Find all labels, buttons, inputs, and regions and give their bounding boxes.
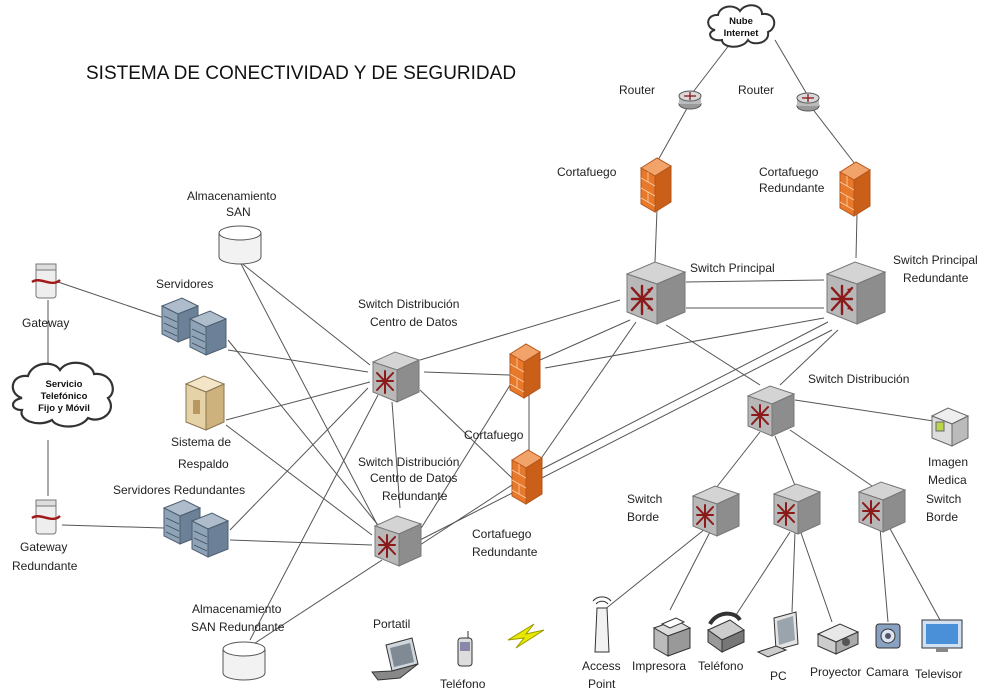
firewall-redundant-top-label-1: Cortafuego xyxy=(759,165,819,179)
firewall-redundant-mid-label-2: Redundante xyxy=(472,545,538,559)
router-right-icon xyxy=(796,92,820,112)
cloud-label-line2: Internet xyxy=(724,28,760,39)
cloud-label-line1: Nube xyxy=(729,16,753,27)
laptop-icon xyxy=(371,637,419,681)
switch-borde-left-label-1: Switch xyxy=(627,492,662,506)
medical-imaging-label-2: Medica xyxy=(928,473,967,487)
san-label-1: Almacenamiento xyxy=(187,189,277,203)
san-redundant-label-2: SAN Redundante xyxy=(191,620,285,634)
switch-distribucion-icon xyxy=(747,385,795,437)
laptop-label: Portatil xyxy=(373,617,410,631)
medical-imaging-label-1: Imagen xyxy=(928,455,968,469)
backup-system-label-2: Respaldo xyxy=(178,457,229,471)
printer-icon xyxy=(652,617,692,657)
router-left-icon xyxy=(678,90,702,110)
switch-dist-dc-label-1: Switch Distribución xyxy=(358,297,459,311)
switch-dist-dc-red-label-3: Redundante xyxy=(382,489,448,503)
switch-dist-dc-label-2: Centro de Datos xyxy=(370,315,457,329)
gateway-redundant-label-1: Gateway xyxy=(20,540,67,554)
television-label: Televisor xyxy=(915,667,962,681)
firewall-top-icon xyxy=(640,157,672,213)
redundant-server-icon-2 xyxy=(191,512,229,558)
firewall-mid-icon xyxy=(509,343,541,399)
access-point-icon xyxy=(592,596,612,653)
switch-dist-datacenter-redundant-icon xyxy=(374,515,422,567)
switch-dist-datacenter-icon xyxy=(372,351,420,403)
access-point-label-1: Access xyxy=(582,659,621,673)
redundant-servers-label: Servidores Redundantes xyxy=(113,483,245,497)
switch-principal-redundant-label-2: Redundante xyxy=(903,271,969,285)
camera-label: Camara xyxy=(866,665,909,679)
camera-icon xyxy=(875,623,901,649)
telephone-service-label-1: Servicio xyxy=(46,379,83,390)
telephone-service-label-2: Telefónico xyxy=(41,391,88,402)
medical-imaging-icon xyxy=(930,407,970,447)
telephone-service-label-3: Fijo y Móvil xyxy=(38,403,90,414)
firewall-redundant-top-label-2: Redundante xyxy=(759,181,825,195)
desk-phone-icon xyxy=(707,611,745,653)
server-icon-2 xyxy=(189,310,227,356)
gateway-redundant-icon xyxy=(30,498,62,536)
wireless-signal-icon xyxy=(507,623,545,649)
switch-borde-left-label-2: Borde xyxy=(627,510,659,524)
switch-borde-left-icon xyxy=(692,485,740,537)
san-storage-icon xyxy=(218,225,262,265)
gateway-icon xyxy=(30,262,62,300)
switch-dist-dc-red-label-1: Switch Distribución xyxy=(358,455,459,469)
switch-principal-label: Switch Principal xyxy=(690,261,775,275)
firewall-redundant-mid-icon xyxy=(511,449,543,505)
switch-borde-right-icon xyxy=(858,481,906,533)
pc-label: PC xyxy=(770,669,787,683)
switch-principal-icon xyxy=(625,260,687,326)
gateway-redundant-label-2: Redundante xyxy=(12,559,78,573)
router-left-label: Router xyxy=(619,83,655,97)
diagram-title: SISTEMA DE CONECTIVIDAD Y DE SEGURIDAD xyxy=(86,63,516,84)
switch-borde-right-label-1: Switch xyxy=(926,492,961,506)
connections xyxy=(47,39,941,646)
firewall-mid-label: Cortafuego xyxy=(464,428,524,442)
firewall-top-label: Cortafuego xyxy=(557,165,617,179)
access-point-label-2: Point xyxy=(588,677,616,691)
switch-dist-dc-red-label-2: Centro de Datos xyxy=(370,471,457,485)
mobile-phone-icon xyxy=(457,631,473,667)
telephone-service-cloud-icon: Servicio Telefónico Fijo y Móvil xyxy=(11,361,114,428)
san-label-2: SAN xyxy=(226,205,251,219)
san-redundant-label-1: Almacenamiento xyxy=(192,602,282,616)
backup-system-label-1: Sistema de xyxy=(171,435,231,449)
firewall-redundant-mid-label-1: Cortafuego xyxy=(472,527,532,541)
servers-label: Servidores xyxy=(156,277,213,291)
router-right-label: Router xyxy=(738,83,774,97)
san-redundant-icon xyxy=(222,641,266,681)
firewall-redundant-top-icon xyxy=(839,161,871,217)
television-icon xyxy=(921,619,963,652)
printer-label: Impresora xyxy=(632,659,686,673)
projector-icon xyxy=(816,623,860,655)
switch-principal-redundant-icon xyxy=(825,260,887,326)
switch-borde-right-label-2: Borde xyxy=(926,510,958,524)
desk-phone-label: Teléfono xyxy=(698,659,744,673)
mobile-phone-label: Teléfono xyxy=(440,677,486,691)
switch-principal-redundant-label-1: Switch Principal xyxy=(893,253,978,267)
backup-system-icon xyxy=(184,375,226,431)
switch-distribucion-label: Switch Distribución xyxy=(808,372,909,386)
internet-cloud-icon: Nube Internet xyxy=(707,4,776,48)
pc-icon xyxy=(756,611,799,658)
switch-access-middle-icon xyxy=(773,483,821,535)
projector-label: Proyector xyxy=(810,665,861,679)
gateway-label: Gateway xyxy=(22,316,69,330)
